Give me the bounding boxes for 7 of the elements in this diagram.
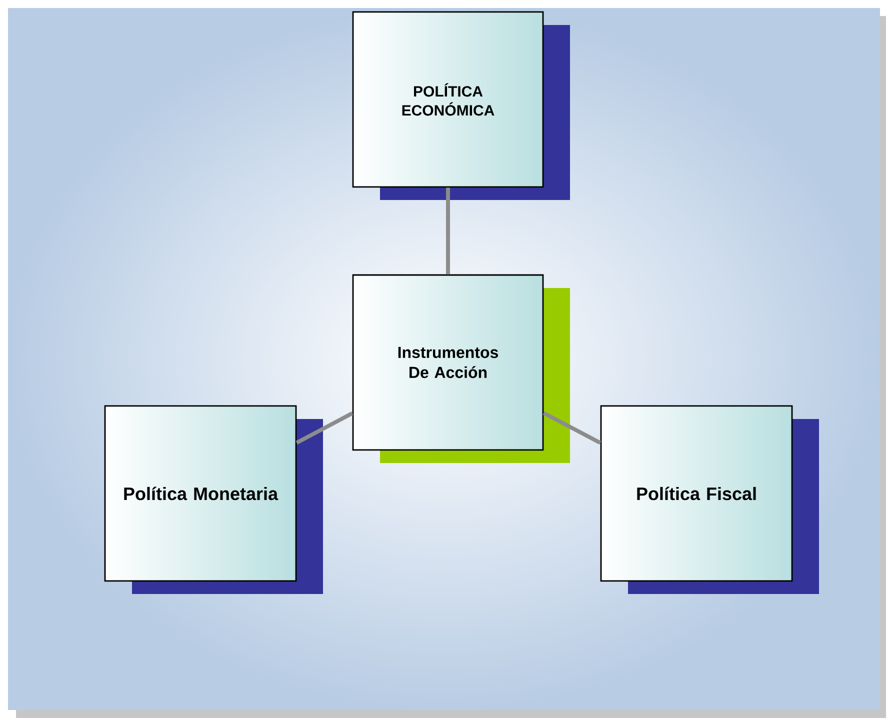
connector-line [446, 188, 450, 274]
connector-line [296, 411, 354, 444]
connector-line [542, 411, 602, 445]
process-box: POLÍTICA ECONÓMICA [352, 11, 570, 200]
process-box: Política Monetaria [104, 405, 323, 594]
process-box: Instrumentos De Acción [352, 274, 570, 463]
process-box: Política Fiscal [600, 405, 819, 594]
